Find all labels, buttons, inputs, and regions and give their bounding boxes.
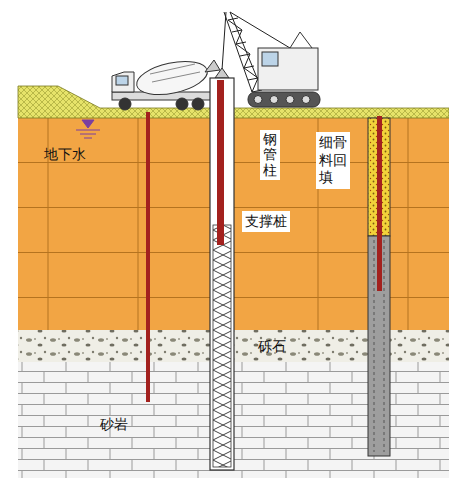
water-label: 地下水 [44,146,86,163]
column-label: 钢管柱 [260,130,280,180]
backfill-label: 细骨料回填 [316,132,350,189]
stratum-label: 砂岩 [100,416,128,433]
stratum-label: 砾石 [258,338,286,355]
pile-label: 支撑桩 [242,211,290,232]
